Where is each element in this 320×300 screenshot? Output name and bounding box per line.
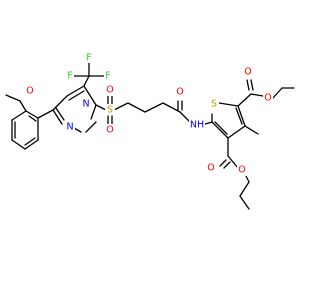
- oxygen-label-amide: O: [176, 87, 183, 98]
- bond: [211, 121, 229, 139]
- bond: [246, 79, 250, 91]
- bond: [85, 121, 97, 133]
- bond: [37, 109, 54, 119]
- bond: [239, 195, 250, 210]
- bond: [73, 127, 82, 133]
- bond: [223, 161, 231, 169]
- bond: [235, 107, 243, 125]
- fluorine-label-right: F: [105, 71, 110, 82]
- oxygen-label-ester-top-ether: O: [264, 93, 271, 104]
- atom-label-layer: O F F F N N S O O O NH S O O O: [25, 52, 273, 176]
- bond: [95, 104, 107, 111]
- bond: [272, 87, 283, 99]
- sulfur-label-thiophene: S: [211, 99, 217, 110]
- nitrogen-label-pyrimidine-upper: N: [82, 99, 89, 110]
- bond: [237, 93, 252, 107]
- bond: [83, 85, 97, 106]
- bond: [90, 104, 97, 120]
- bond: [250, 79, 254, 91]
- oxygen-label-ester-bottom-carbonyl: O: [207, 163, 214, 174]
- fluorine-label-top: F: [86, 53, 91, 64]
- bond: [219, 159, 227, 167]
- bond: [244, 125, 259, 135]
- molecule-structure-diagram: O F F F N N S O O O NH S O O O: [5, 52, 295, 210]
- bond: [227, 125, 246, 139]
- nh-label-amide: NH: [190, 120, 204, 131]
- bond: [237, 105, 246, 127]
- bond: [239, 181, 250, 197]
- bond: [24, 137, 36, 146]
- bond: [83, 75, 90, 87]
- oxygen-label-sulfonyl-top: O: [106, 85, 113, 96]
- bond: [68, 90, 85, 101]
- bond: [19, 100, 27, 112]
- bond: [55, 107, 65, 121]
- fluorine-label-left: F: [67, 71, 72, 82]
- bond: [162, 102, 181, 113]
- bond: [52, 109, 63, 125]
- bond: [250, 93, 264, 97]
- nitrogen-label-pyrimidine-lower: N: [66, 122, 73, 133]
- oxygen-label-ester-bottom-ether: O: [238, 165, 245, 176]
- bond: [227, 155, 239, 169]
- oxygen-label-ester-top-carbonyl: O: [244, 67, 251, 78]
- sulfur-label-sulfonyl: S: [107, 105, 113, 116]
- bond: [24, 139, 39, 150]
- bond: [5, 94, 21, 102]
- bond: [144, 102, 164, 113]
- oxygen-label-methoxy: O: [26, 86, 33, 97]
- bond: [214, 121, 228, 135]
- bond: [52, 95, 68, 111]
- bond: [11, 139, 26, 150]
- bond: [25, 110, 39, 119]
- bond: [127, 102, 146, 113]
- bond: [28, 115, 37, 122]
- bond: [218, 102, 239, 107]
- bond: [11, 110, 27, 121]
- bond-layer: [5, 62, 295, 210]
- bond: [66, 85, 85, 97]
- bond: [113, 102, 129, 111]
- oxygen-label-sulfonyl-bottom: O: [106, 125, 113, 136]
- bond: [179, 111, 191, 123]
